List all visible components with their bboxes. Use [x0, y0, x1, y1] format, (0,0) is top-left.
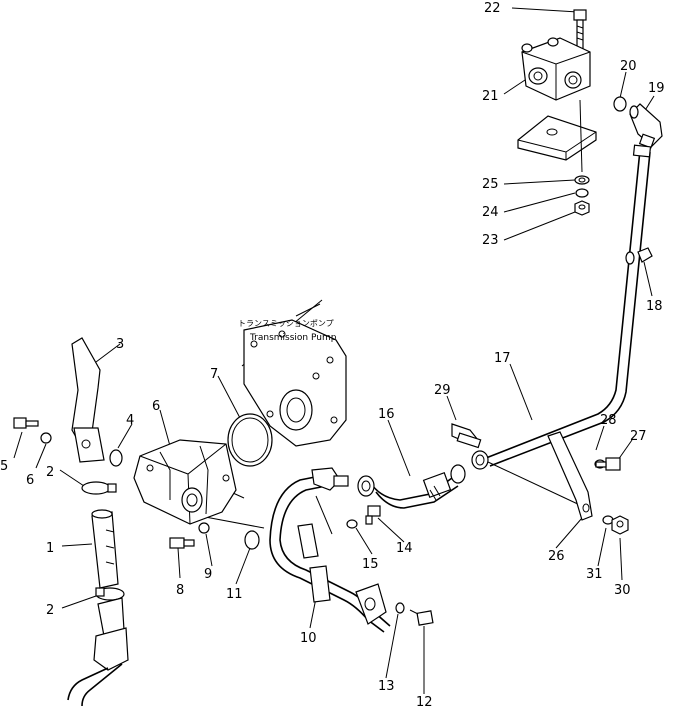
callout-15: 14	[396, 541, 413, 556]
callout-19: 18	[646, 299, 663, 314]
o-ring-4	[109, 449, 123, 467]
bracket-27	[547, 431, 593, 521]
valve-block-22	[521, 37, 591, 101]
washer-26	[574, 175, 590, 185]
callout-13: 12	[416, 695, 433, 708]
bolt-23	[573, 9, 587, 51]
callout-numbers: 22 20 19 21 25 24 23 18 17 29 16 28 27 2…	[0, 1, 665, 710]
callout-8: 7	[210, 367, 218, 382]
caption-japanese: トランスミッションポンプ	[238, 319, 334, 328]
washer-10	[198, 522, 210, 534]
callout-10: 9	[204, 567, 212, 582]
o-ring-8	[227, 413, 273, 467]
callout-1: 1	[46, 541, 54, 556]
washer-16	[346, 519, 358, 529]
callout-18: 17	[494, 351, 511, 366]
clamp-30	[451, 423, 482, 449]
hose-17	[357, 464, 466, 509]
callout-27: 26	[548, 549, 565, 564]
callout-23: 22	[484, 1, 501, 16]
callout-17: 16	[378, 407, 395, 422]
bolt-15	[365, 505, 381, 525]
bolt-5	[13, 417, 39, 429]
transmission-pump-plate	[243, 319, 347, 447]
suction-pipe	[67, 597, 129, 707]
callout-25: 24	[482, 205, 499, 220]
callout-4: 4	[126, 413, 134, 428]
callout-26: 25	[482, 177, 499, 192]
bolt-9	[169, 537, 195, 549]
callout-21: 20	[620, 59, 637, 74]
lock-washer-25	[575, 188, 589, 198]
o-ring-21	[613, 96, 627, 112]
hose-1	[91, 509, 119, 589]
callout-20: 19	[648, 81, 665, 96]
callout-2-lower: 2	[46, 603, 54, 618]
washer-14	[395, 602, 405, 614]
caption-english: Transmission Pump	[249, 333, 337, 343]
pipe-3	[71, 337, 105, 463]
caption: トランスミッションポンプ Transmission Pump	[238, 303, 337, 343]
callout-28: 27	[630, 429, 647, 444]
bolt-28	[595, 457, 621, 471]
elbow-fitting-20	[629, 103, 663, 149]
callout-9: 8	[176, 583, 184, 598]
plug-19	[637, 247, 653, 263]
callout-30: 29	[434, 383, 451, 398]
callout-12: 11	[226, 587, 243, 602]
callout-2-upper: 2	[46, 465, 54, 480]
pump-7	[133, 439, 237, 525]
callout-22: 21	[482, 89, 499, 104]
leader-lines	[13, 7, 655, 694]
o-ring-12	[244, 530, 260, 550]
callout-32: 31	[586, 567, 603, 582]
nut-31	[611, 515, 629, 535]
nut-24	[574, 200, 590, 216]
callout-29: 28	[600, 413, 617, 428]
callout-24: 23	[482, 233, 499, 248]
callout-14: 13	[378, 679, 395, 694]
callout-16: 15	[362, 557, 379, 572]
washer-6	[40, 432, 52, 444]
callout-11: 10	[300, 631, 317, 646]
bolt-13	[409, 609, 434, 626]
clamp-2-upper	[81, 481, 117, 495]
pipe-11	[269, 467, 391, 633]
callout-5: 5	[0, 459, 8, 474]
tube-18	[471, 144, 652, 470]
valve-bracket	[517, 99, 597, 173]
callout-6: 6	[26, 473, 34, 488]
callout-31: 30	[614, 583, 631, 598]
callout-7: 6	[152, 399, 160, 414]
callout-3: 3	[116, 337, 124, 352]
